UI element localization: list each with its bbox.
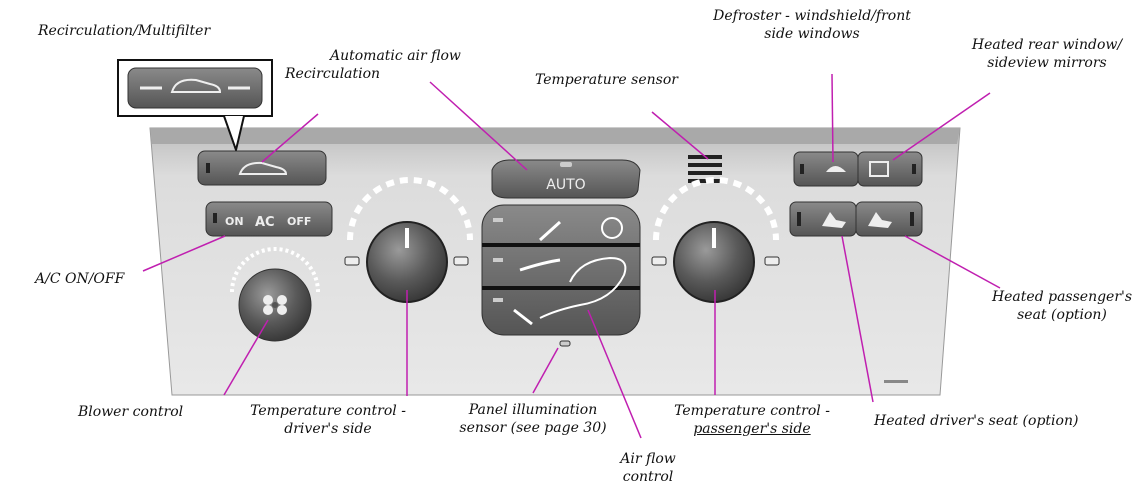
label-panel-illumination: Panel illumination sensor (see page 30) <box>448 402 618 437</box>
label-air-flow-line2: control <box>622 468 674 485</box>
driver-seat-icon <box>822 212 846 228</box>
label-panel-illum-line2: sensor (see page 30) <box>459 419 607 436</box>
occupant-head-icon <box>601 217 623 239</box>
fan-icon <box>263 295 287 315</box>
label-temp-passenger-line1: Temperature control - <box>674 403 830 419</box>
label-defroster-line2: side windows <box>764 25 860 42</box>
driver-temperature-knob[interactable] <box>344 177 473 303</box>
leader-lines <box>142 73 1001 439</box>
occupant-seat-outline-icon <box>539 256 627 319</box>
heated-rear-window-button[interactable] <box>857 151 923 187</box>
label-temp-driver-line2: driver's side <box>284 420 372 437</box>
label-heated-passenger-seat: Heated passenger's seat (option) <box>980 289 1144 324</box>
heated-passenger-seat-button[interactable] <box>855 201 923 237</box>
passenger-seat-icon <box>868 212 892 228</box>
ac-button[interactable]: ON AC OFF <box>205 201 333 237</box>
rear-window-icon <box>869 161 889 177</box>
vent-flow-arrow-icon <box>519 258 561 272</box>
air-flow-control[interactable] <box>481 204 641 347</box>
label-heated-passenger-line1: Heated passenger's <box>991 289 1133 305</box>
label-temperature-sensor: Temperature sensor <box>535 72 678 88</box>
label-heated-passenger-line2: seat (option) <box>1017 306 1107 323</box>
passenger-temperature-knob[interactable] <box>651 177 780 303</box>
label-temp-passenger-line2: passenger's side <box>693 420 811 437</box>
label-heated-rear-window: Heated rear window/ sideview mirrors <box>950 37 1144 72</box>
label-recirculation: Recirculation <box>285 66 381 82</box>
label-heated-driver-seat: Heated driver's seat (option) <box>874 413 1079 429</box>
auto-button-text: AUTO <box>546 177 585 193</box>
label-air-flow-line1: Air flow <box>620 451 676 467</box>
ac-on-text: ON <box>225 215 244 228</box>
car-recirculation-icon <box>238 161 288 175</box>
windshield-defrost-icon <box>826 166 846 172</box>
defrost-flow-arrow-icon <box>538 220 562 242</box>
label-panel-illum-line1: Panel illumination <box>468 402 598 418</box>
heated-driver-seat-button[interactable] <box>789 201 857 237</box>
label-defroster: Defroster - windshield/front side window… <box>694 8 930 43</box>
floor-flow-arrow-icon <box>513 308 533 326</box>
label-temp-driver: Temperature control - driver's side <box>238 403 418 438</box>
ac-label-text: AC <box>255 215 275 230</box>
label-temp-driver-line1: Temperature control - <box>250 403 406 419</box>
label-recirculation-multifilter: Recirculation/Multifilter <box>38 23 211 39</box>
label-automatic-air-flow: Automatic air flow <box>330 48 461 64</box>
recirculation-inset <box>117 59 273 154</box>
label-defroster-line1: Defroster - windshield/front <box>713 8 911 24</box>
label-heated-rear-line1: Heated rear window/ <box>971 37 1123 53</box>
label-air-flow-control: Air flow control <box>598 451 698 486</box>
recirculation-button[interactable] <box>197 150 327 186</box>
auto-button[interactable]: AUTO <box>491 159 641 199</box>
panel-illumination-sensor <box>559 340 571 347</box>
blower-control-knob[interactable] <box>230 247 320 342</box>
defroster-button[interactable] <box>793 151 859 187</box>
label-temp-passenger: Temperature control - passenger's side <box>662 403 842 438</box>
label-heated-rear-line2: sideview mirrors <box>987 54 1107 71</box>
label-blower-control: Blower control <box>78 404 184 420</box>
label-ac-on-off: A/C ON/OFF <box>35 271 125 287</box>
ac-off-text: OFF <box>287 215 311 228</box>
